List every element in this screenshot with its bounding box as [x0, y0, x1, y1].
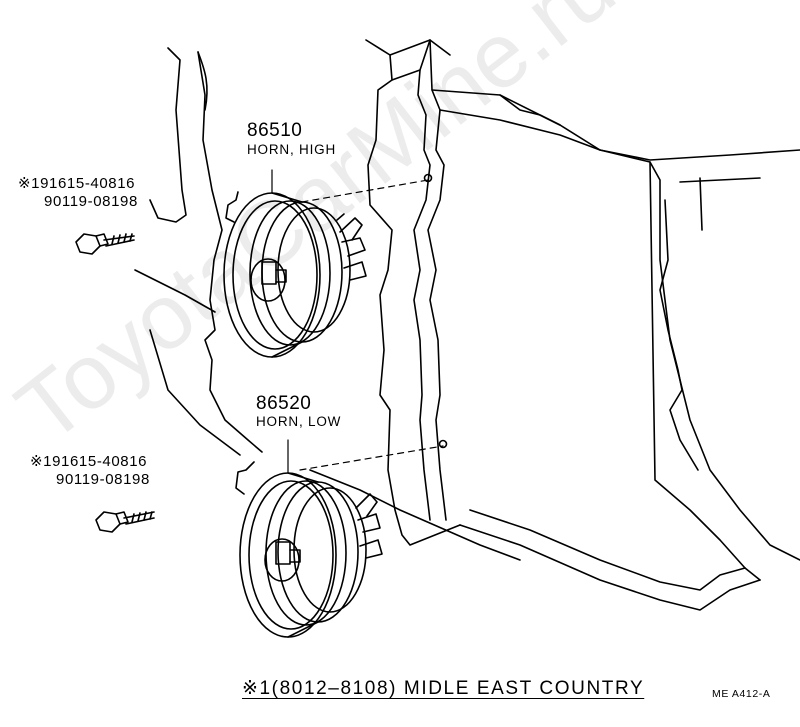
horn-high-name: HORN, HIGH [247, 142, 336, 157]
body-panel [134, 47, 521, 561]
horn-low-part-number: 86520 [256, 393, 312, 414]
diagram-code: ME A412-A [712, 688, 771, 700]
horn-high-drawing [223, 169, 367, 358]
right-panel [431, 89, 800, 611]
pillar [365, 39, 461, 546]
bolt-lower-alt-part-number: ※191615-40816 [30, 453, 148, 470]
horn-low-drawing [235, 439, 383, 638]
leader-lines [299, 179, 444, 471]
footnote: ※1(8012–8108) MIDLE EAST COUNTRY [242, 678, 645, 699]
bolt-lower-part-number: 90119-08198 [56, 471, 150, 488]
bolt-upper-drawing [75, 233, 135, 255]
horn-high-part-number: 86510 [247, 120, 303, 141]
bolt-upper-part-number: 90119-08198 [44, 193, 138, 210]
bolt-upper-alt-part-number: ※191615-40816 [18, 175, 136, 192]
bolt-lower-drawing [95, 511, 155, 533]
horn-low-name: HORN, LOW [256, 414, 342, 429]
